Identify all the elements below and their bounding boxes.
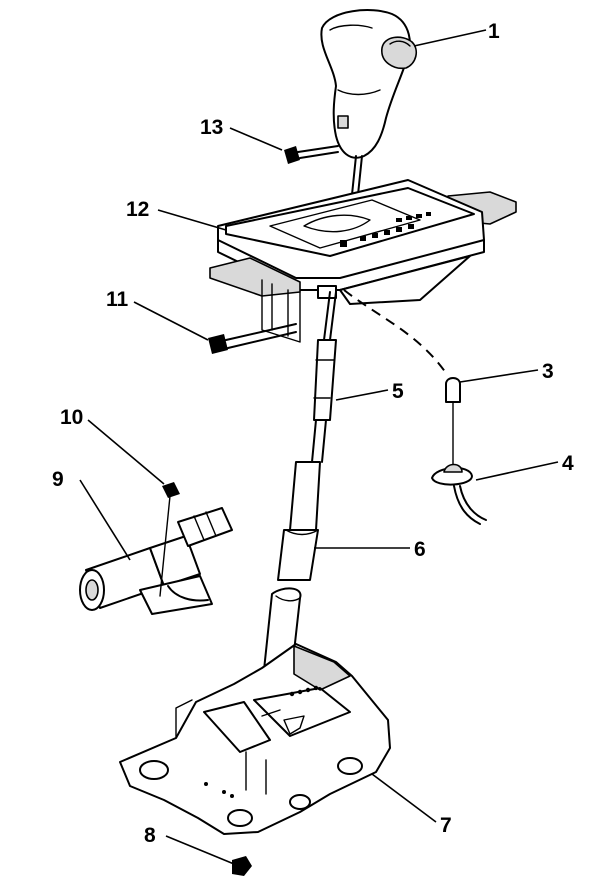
wire-path [343, 289, 449, 377]
lamp-socket [445, 377, 461, 467]
park-lock-solenoid [79, 507, 233, 615]
shifter-base [119, 643, 391, 835]
callout-11: 11 [106, 288, 129, 311]
callout-12: 12 [126, 198, 149, 221]
callout-3: 3 [542, 360, 554, 383]
base-nut [232, 856, 252, 876]
indicator-bezel [209, 179, 517, 343]
callout-4: 4 [562, 452, 574, 475]
callout-13: 13 [200, 116, 223, 139]
shift-knob [320, 9, 418, 159]
callout-10: 10 [60, 406, 83, 429]
callout-5: 5 [392, 380, 404, 403]
grommet [431, 463, 487, 525]
callout-labels: 1 3 4 5 6 7 8 9 10 11 12 13 [52, 20, 574, 847]
callout-6: 6 [414, 538, 426, 561]
bezel-bolt [208, 323, 297, 354]
callout-leaders [79, 29, 559, 865]
callout-7: 7 [440, 814, 452, 837]
callout-8: 8 [144, 824, 156, 847]
solenoid-screw [159, 482, 180, 597]
callout-1: 1 [488, 20, 500, 43]
callout-9: 9 [52, 468, 64, 491]
shift-cable [263, 291, 337, 671]
knob-screw [284, 145, 339, 164]
